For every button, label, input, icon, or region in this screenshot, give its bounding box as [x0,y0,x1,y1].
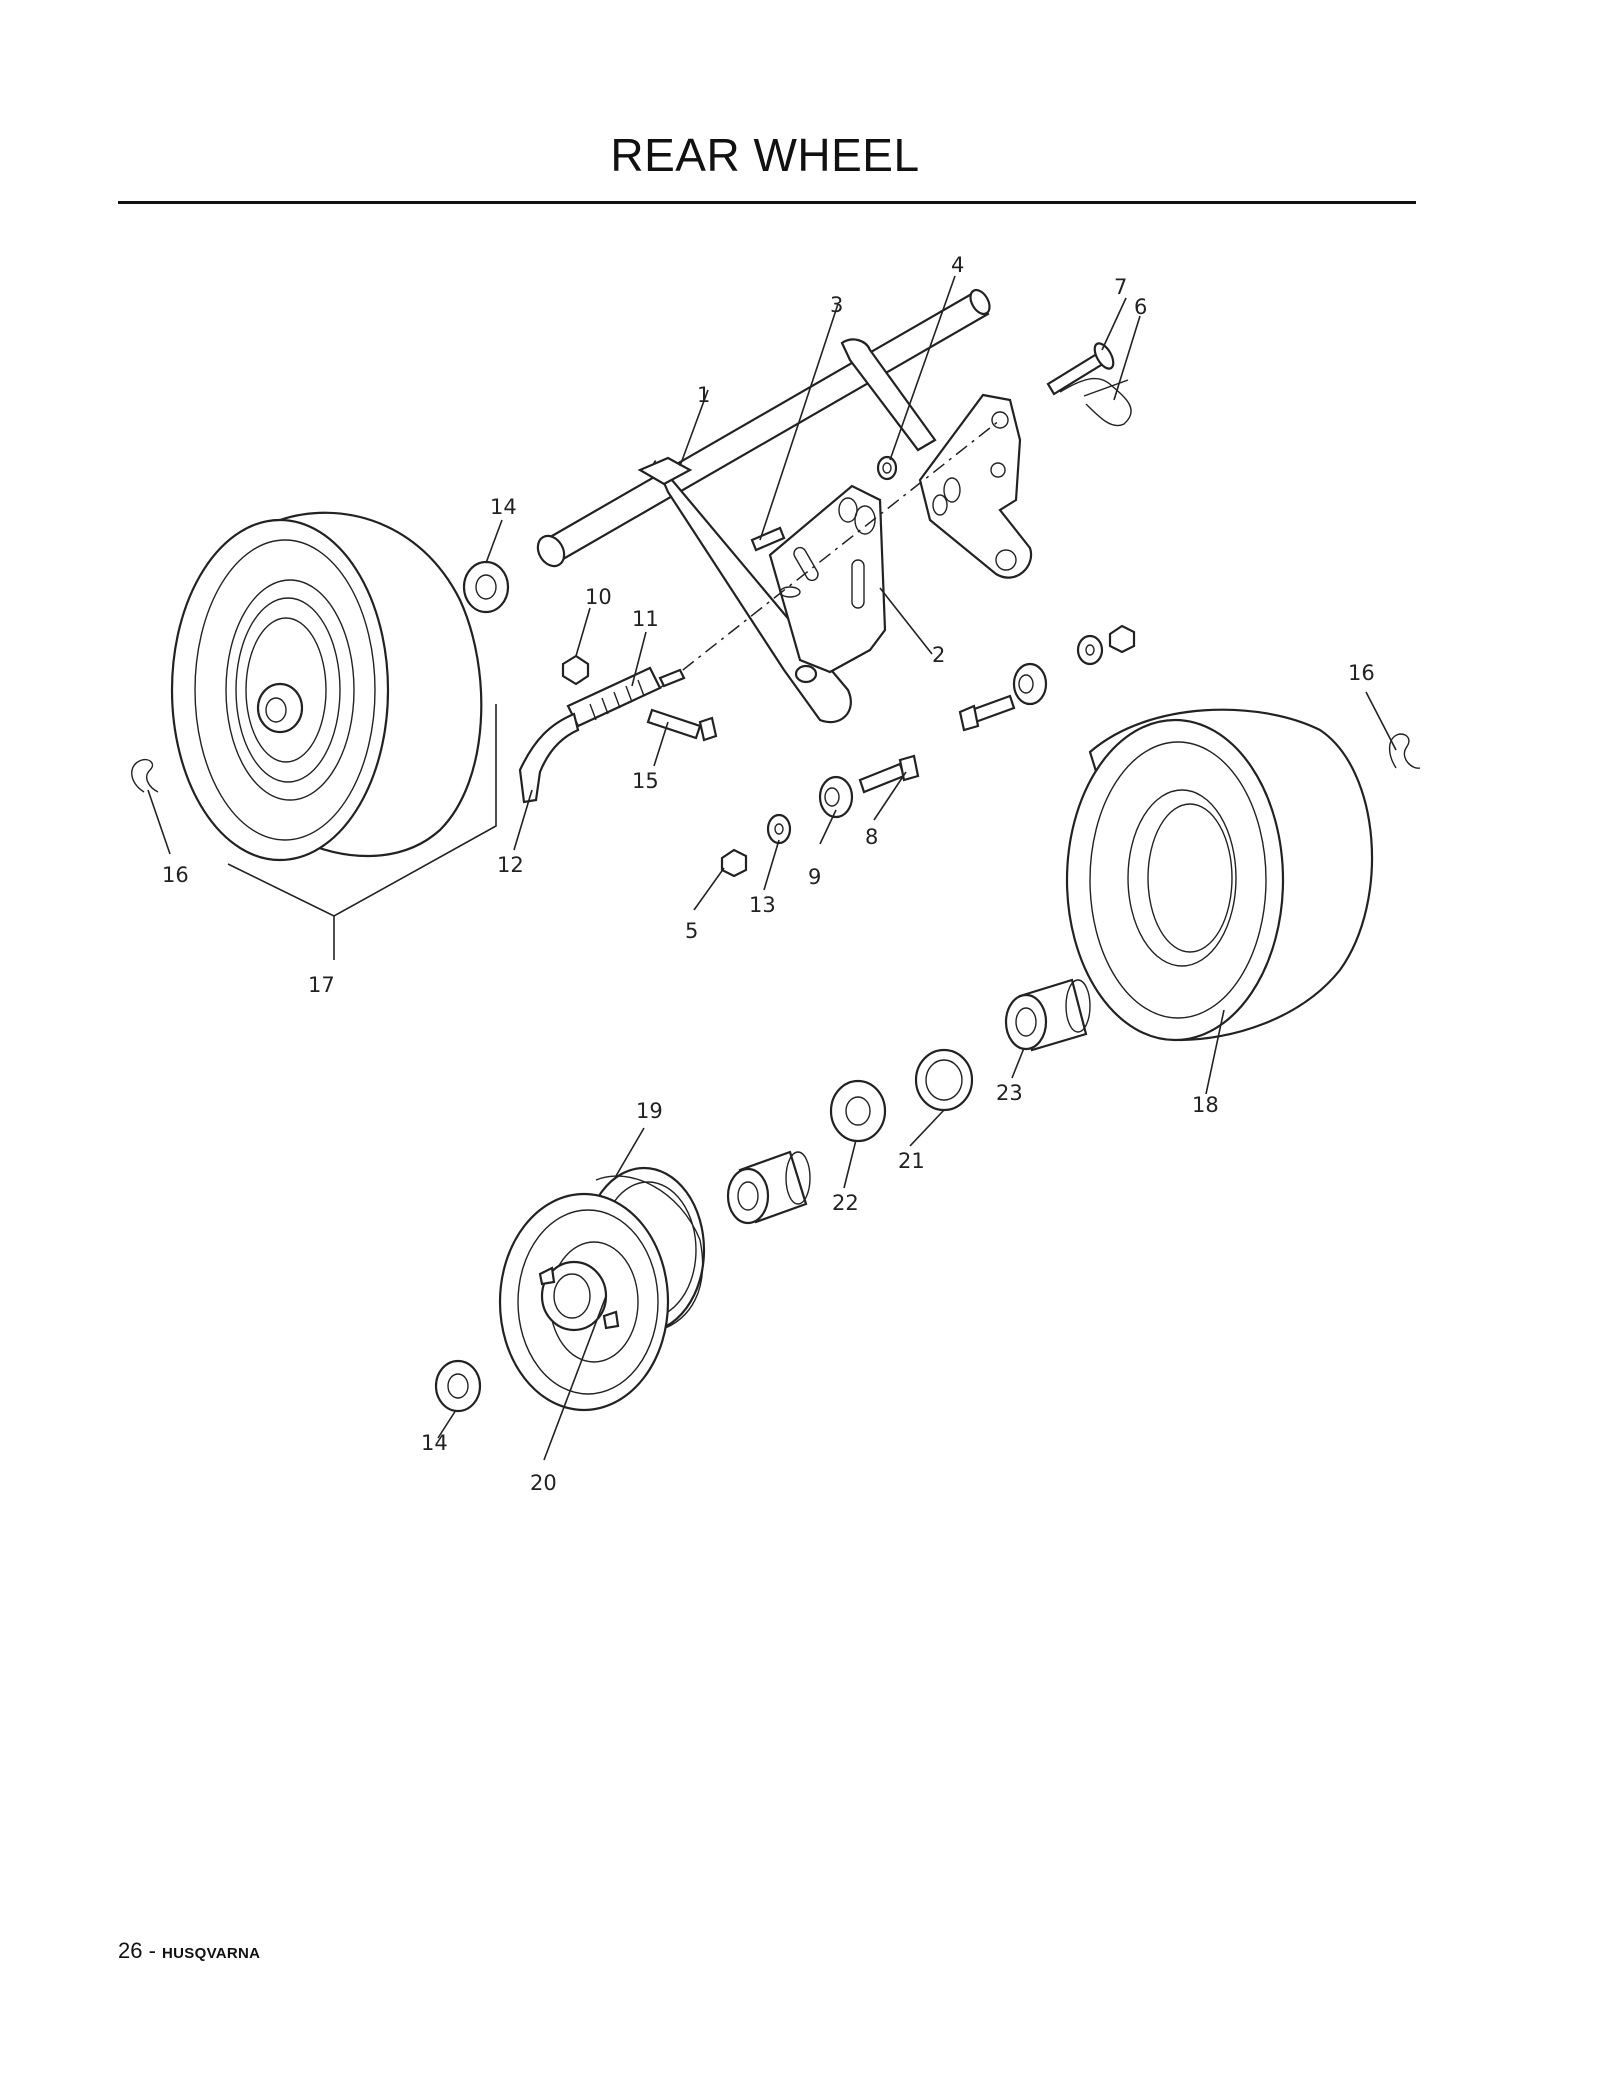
callout-22: 22 [832,1191,859,1215]
callout-6: 6 [1134,295,1147,319]
washer-13 [766,813,792,845]
footer-page-number: 26 [118,1938,143,1963]
washer-14-upper [462,560,510,614]
washer-upper-right [1076,634,1104,666]
e-clip-left [131,758,159,793]
roller-bearing-23 [1004,978,1091,1052]
spring-handle [518,666,686,804]
hairpin-clip [1059,377,1132,427]
nut-upper-right [1108,624,1136,654]
callout-16-left: 16 [162,863,189,887]
callout-4: 4 [951,253,964,277]
callout-1: 1 [697,383,710,407]
page-title: REAR WHEEL [610,129,920,181]
callout-12: 12 [497,853,524,877]
axle-right-arm [840,338,937,452]
callout-2: 2 [932,643,945,667]
callout-9: 9 [808,865,821,889]
bolt-15 [646,708,718,742]
height-adjust-plate [768,484,887,674]
callout-17: 17 [308,973,335,997]
footer-brand: HUSQVARNA [162,1945,261,1962]
callout-13: 13 [749,893,776,917]
rim-inner-20 [498,1192,670,1412]
left-wheel-assembly [170,511,483,862]
callout-8: 8 [865,825,878,849]
nut-10 [561,654,590,686]
callout-14-lower: 14 [421,1431,448,1455]
callout-16-right: 16 [1348,661,1375,685]
callout-3: 3 [830,293,843,317]
footer-separator: - [142,1938,163,1963]
nut-4 [876,455,898,481]
callout-20: 20 [530,1471,557,1495]
callout-7: 7 [1114,275,1127,299]
callout-14-upper: 14 [490,495,517,519]
e-clip-right [1389,733,1421,769]
callout-23: 23 [996,1081,1023,1105]
washer-14-lower [434,1359,482,1413]
callout-11: 11 [632,607,659,631]
callout-5: 5 [685,919,698,943]
callout-15: 15 [632,769,659,793]
spacer-9 [818,775,854,819]
spacer-upper-right [1012,662,1048,706]
roller-bearing-left [726,1150,811,1225]
nut-5 [720,848,748,878]
bolt-upper-right [958,694,1016,732]
title-rule [118,201,1416,204]
spacer-22 [829,1079,887,1143]
rear-mount-bracket [918,393,1033,579]
callout-10: 10 [585,585,612,609]
clevis-pin [1046,342,1115,396]
washer-21 [914,1048,974,1112]
pivot-pin [750,526,786,552]
leader-lines [147,275,1397,1461]
right-tire [1065,708,1374,1042]
bolt-8 [858,754,920,794]
callout-21: 21 [898,1149,925,1173]
page-footer: 26 - HUSQVARNA [118,1938,260,1964]
callout-18: 18 [1192,1093,1219,1117]
callout-19: 19 [636,1099,663,1123]
